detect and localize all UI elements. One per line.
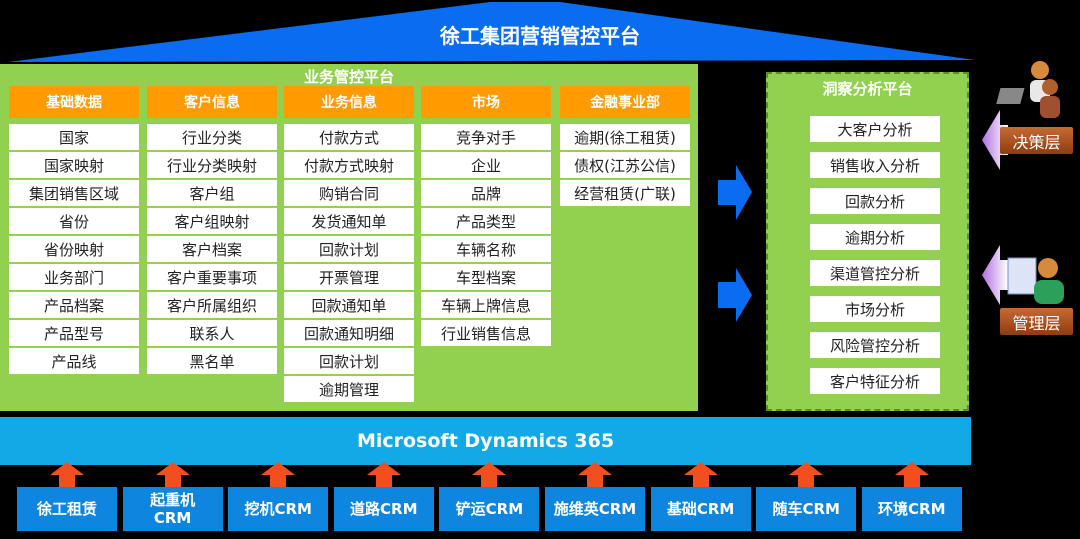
category-header: 市场 [421,86,551,118]
category-item: 开票管理 [284,264,414,290]
category-item: 逾期(徐工租赁) [560,124,690,150]
category-item: 车辆名称 [421,236,551,262]
category-item: 逾期管理 [284,376,414,402]
analysis-item: 逾期分析 [810,224,940,250]
category-item: 省份 [9,208,139,234]
up-arrow-icon [578,462,612,488]
analysis-item: 销售收入分析 [810,152,940,178]
analysis-item: 回款分析 [810,188,940,214]
insight-platform-title: 洞察分析平台 [822,80,913,98]
dynamics-365-bar: Microsoft Dynamics 365 [0,417,971,465]
up-arrow-icon [261,462,296,488]
category-item: 黑名单 [147,348,277,374]
category-item: 付款方式映射 [284,152,414,178]
category-item: 业务部门 [9,264,139,290]
source-system: 挖机CRM [228,487,329,531]
analysis-item: 渠道管控分析 [810,260,940,286]
source-system: 随车CRM [756,487,857,531]
category-column: 基础数据国家国家映射集团销售区域省份省份映射业务部门产品档案产品型号产品线 [9,86,139,376]
left-arrow-icon [982,245,1008,305]
category-header: 基础数据 [9,86,139,118]
source-system: 道路CRM [333,487,434,531]
category-item: 企业 [421,152,551,178]
category-column: 业务信息付款方式付款方式映射购销合同发货通知单回款计划开票管理回款通知单回款通知… [284,86,414,404]
source-system: 铲运CRM [439,487,540,531]
right-arrow-icon [718,268,752,322]
role-illustrations [982,61,1064,305]
left-arrow-icon [982,110,1008,170]
category-item: 客户所属组织 [147,292,277,318]
flow-arrows [718,165,752,322]
up-arrow-icon [894,462,929,488]
category-item: 付款方式 [284,124,414,150]
analysis-item: 客户特征分析 [810,368,940,394]
category-item: 行业分类映射 [147,152,277,178]
decision-maker-icon [996,61,1060,118]
source-system: 施维英CRM [545,487,645,531]
source-system: 环境CRM [861,487,962,531]
up-arrow-icon [155,462,190,488]
category-header: 业务信息 [284,86,414,118]
category-item: 车型档案 [421,264,551,290]
category-header: 客户信息 [147,86,277,118]
category-item: 省份映射 [9,236,139,262]
role-decision-layer: 决策层 [1000,127,1073,154]
roof-shape [8,2,975,62]
category-item: 客户重要事项 [147,264,277,290]
right-arrow-icon [718,165,752,220]
category-item: 集团销售区域 [9,180,139,206]
category-header: 金融事业部 [560,86,690,118]
category-item: 产品类型 [421,208,551,234]
category-column: 金融事业部逾期(徐工租赁)债权(江苏公信)经营租赁(广联) [560,86,690,208]
category-item: 行业销售信息 [421,320,551,346]
category-item: 行业分类 [147,124,277,150]
category-item: 客户组映射 [147,208,277,234]
page-title: 徐工集团营销管控平台 [440,24,640,48]
category-item: 回款通知明细 [284,320,414,346]
category-item: 经营租赁(广联) [560,180,690,206]
category-item: 债权(江苏公信) [560,152,690,178]
category-item: 联系人 [147,320,277,346]
source-system: 起重机 CRM [122,487,223,531]
category-item: 客户组 [147,180,277,206]
analysis-item: 大客户分析 [810,116,940,142]
category-item: 竞争对手 [421,124,551,150]
category-column: 市场竞争对手企业品牌产品类型车辆名称车型档案车辆上牌信息行业销售信息 [421,86,551,348]
up-arrow-icon [789,462,824,488]
source-system: 基础CRM [650,487,751,531]
category-item: 客户档案 [147,236,277,262]
category-item: 国家映射 [9,152,139,178]
business-platform-title: 业务管控平台 [303,68,394,86]
source-system: 徐工租赁 [17,487,117,531]
category-item: 产品线 [9,348,139,374]
manager-icon [1007,257,1064,304]
category-item: 产品档案 [9,292,139,318]
analysis-item: 风险管控分析 [810,332,940,358]
category-item: 回款计划 [284,348,414,374]
category-item: 回款通知单 [284,292,414,318]
analysis-item: 市场分析 [810,296,940,322]
up-arrow-icon [472,462,507,488]
category-item: 购销合同 [284,180,414,206]
up-arrow-icon [683,462,718,488]
category-item: 产品型号 [9,320,139,346]
category-item: 品牌 [421,180,551,206]
category-item: 车辆上牌信息 [421,292,551,318]
category-item: 回款计划 [284,236,414,262]
category-item: 发货通知单 [284,208,414,234]
category-item: 国家 [9,124,139,150]
up-arrow-icon [50,462,84,488]
category-column: 客户信息行业分类行业分类映射客户组客户组映射客户档案客户重要事项客户所属组织联系… [147,86,277,376]
role-management-layer: 管理层 [1000,308,1073,335]
up-arrow-icon [366,462,401,488]
